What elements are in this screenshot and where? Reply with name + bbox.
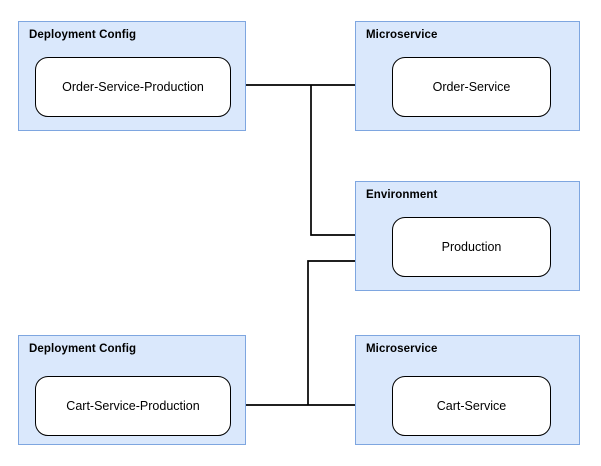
node-cart-service-production[interactable]: Cart-Service-Production — [35, 376, 231, 436]
group-deployment-config-order[interactable]: Deployment Config Order-Service-Producti… — [18, 21, 246, 131]
group-deployment-config-cart[interactable]: Deployment Config Cart-Service-Productio… — [18, 335, 246, 445]
group-label: Microservice — [366, 29, 438, 41]
node-cart-service[interactable]: Cart-Service — [392, 376, 551, 436]
node-production[interactable]: Production — [392, 217, 551, 277]
node-order-service-production[interactable]: Order-Service-Production — [35, 57, 231, 117]
group-label: Deployment Config — [29, 29, 137, 41]
node-order-service[interactable]: Order-Service — [392, 57, 551, 117]
node-label: Order-Service-Production — [62, 79, 204, 94]
group-label: Deployment Config — [29, 343, 137, 355]
group-microservice-order[interactable]: Microservice Order-Service — [355, 21, 580, 131]
group-label: Environment — [366, 189, 438, 201]
group-microservice-cart[interactable]: Microservice Cart-Service — [355, 335, 580, 445]
node-label: Order-Service — [432, 79, 511, 94]
node-label: Cart-Service-Production — [66, 398, 200, 413]
node-label: Cart-Service — [436, 398, 507, 413]
group-label: Microservice — [366, 343, 438, 355]
group-environment[interactable]: Environment Production — [355, 181, 580, 291]
node-label: Production — [441, 239, 502, 254]
